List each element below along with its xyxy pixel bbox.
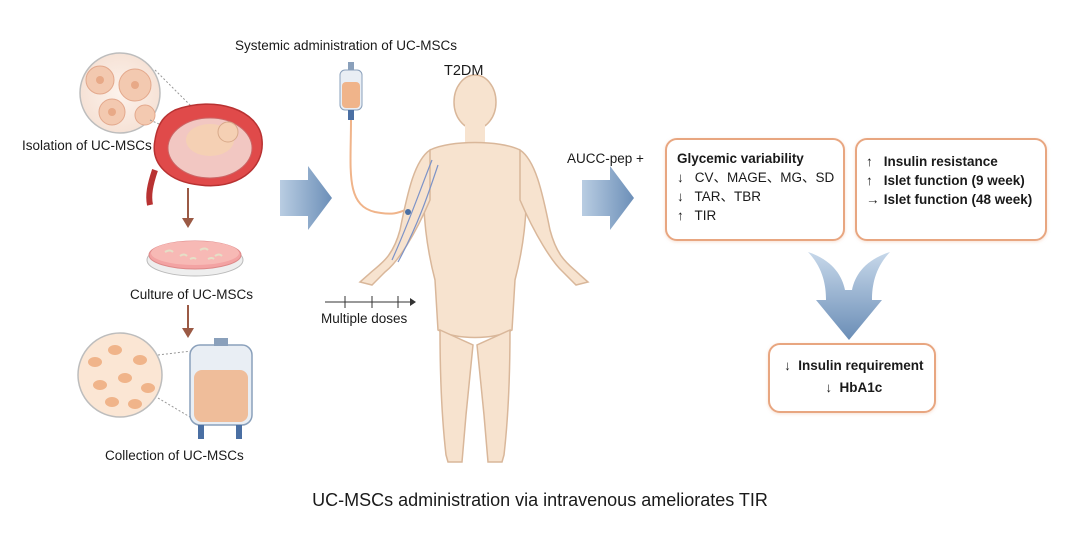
insulin-islet-box: ↑ Insulin resistance ↑ Islet function (9… [855,138,1047,241]
outcome-row: ↓ Insulin requirement [770,355,934,377]
arm-veins [391,159,439,263]
down-arrow-icon: ↓ [825,380,833,395]
process-arrow-2 [182,305,194,338]
t2dm-label: T2DM [444,63,484,79]
glycemic-row: ↓ TAR、TBR [677,187,843,206]
insulin-row-text: Insulin resistance [883,154,998,169]
outcome-box: ↓ Insulin requirement ↓ HbA1c [768,343,936,413]
glycemic-row: ↑ TIR [677,206,843,225]
insulin-row: → Islet function (48 week) [866,190,1045,209]
glycemic-row-text: TIR [694,208,717,223]
flow-arrow-to-patient [280,166,332,230]
process-arrow-1 [182,188,194,228]
culture-label: Culture of UC-MSCs [130,287,254,302]
petri-dish-icon [146,240,244,277]
glycemic-variability-box: Glycemic variability ↓ CV、MAGE、MG、SD ↓ T… [665,138,845,241]
glycemic-row-text: CV、MAGE、MG、SD [694,170,835,185]
insulin-row-text: Islet function (48 week) [883,192,1033,207]
systemic-administration-label: Systemic administration of UC-MSCs [235,38,458,53]
iv-bag-icon [339,62,411,215]
isolation-cells-magnifier [79,52,201,141]
up-arrow-icon: ↑ [866,154,873,169]
outcome-row-text: HbA1c [839,380,883,395]
multiple-doses-label: Multiple doses [321,311,408,326]
up-arrow-icon: ↑ [866,173,873,188]
cell-collection-bag-icon [189,338,253,439]
insulin-row-text: Islet function (9 week) [883,173,1025,188]
insulin-row: ↑ Insulin resistance [866,152,1045,171]
down-arrow-icon: ↓ [677,170,684,185]
collection-label: Collection of UC-MSCs [105,448,244,463]
isolation-label: Isolation of UC-MSCs [22,138,152,153]
outcome-row: ↓ HbA1c [770,377,934,399]
glycemic-row-text: TAR、TBR [694,189,762,204]
right-arrow-icon: → [866,192,880,207]
glycemic-row: ↓ CV、MAGE、MG、SD [677,168,843,187]
collection-cells-magnifier [77,332,201,421]
up-arrow-icon: ↑ [677,208,684,223]
down-arrow-icon: ↓ [784,358,791,373]
glycemic-variability-title: Glycemic variability [677,151,804,166]
flow-arrow-to-outcomes [582,166,634,230]
insulin-row: ↑ Islet function (9 week) [866,171,1045,190]
figure-caption: UC-MSCs administration via intravenous a… [312,490,768,510]
aucc-pep-label: AUCC-pep + [567,151,644,166]
dose-timeline [325,296,416,308]
human-body-figure [358,74,590,463]
uterus-fetus-icon [146,103,263,206]
outcome-row-text: Insulin requirement [798,358,924,373]
down-arrow-icon: ↓ [677,189,684,204]
merge-down-arrow [808,252,890,340]
